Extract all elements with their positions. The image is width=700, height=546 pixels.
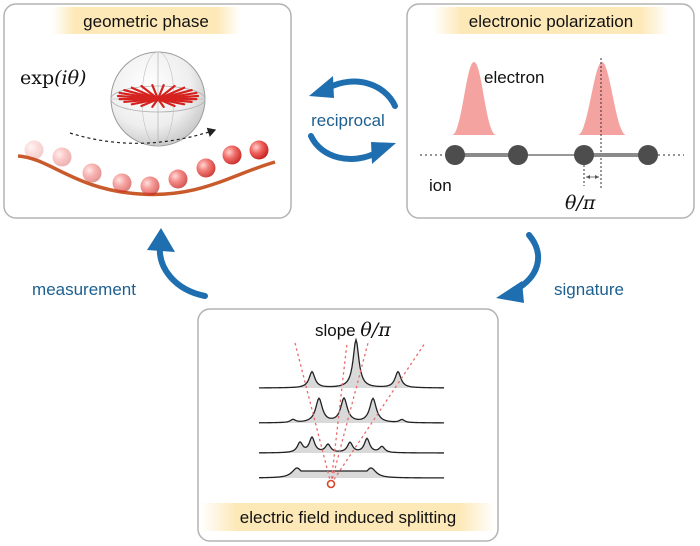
origin-marker: [326, 479, 336, 489]
slope-lines: [294, 342, 426, 485]
spin-vector: [156, 83, 165, 101]
spectrum-trace: [258, 467, 445, 479]
splitting-panel: electric field induced splitting slope θ…: [197, 308, 499, 542]
panel-title: electric field induced splitting: [240, 508, 456, 527]
spectra-stack: [258, 337, 445, 479]
spectrum-fill: [259, 467, 444, 478]
spectrum-trace: [258, 435, 444, 454]
title-highlight: [433, 7, 669, 34]
panel-frame: [406, 3, 695, 219]
spectrum-fill: [259, 397, 444, 423]
panel-frame: [197, 308, 499, 542]
balls-on-track: [24, 140, 269, 196]
spin-vectors: [116, 83, 200, 109]
reciprocal-arrow-top: [325, 78, 398, 109]
electronic-polarization-panel: electronic polarization electron ion θ/π: [406, 3, 695, 219]
title-highlight: [52, 7, 240, 34]
signature-label: signature: [554, 280, 624, 299]
spin-vector: [156, 97, 165, 109]
signature-arrow: [512, 232, 542, 293]
panel-title: geometric phase: [83, 12, 209, 31]
formula-function: exp(iθ): [20, 67, 86, 89]
spin-vector: [151, 83, 160, 101]
bloch-sphere: [110, 51, 206, 147]
ion: [638, 145, 658, 165]
electron-cloud-left: [452, 62, 496, 135]
spin-vector: [156, 91, 198, 101]
title-highlight: [201, 503, 495, 531]
reciprocal-arrow-bottom: [308, 133, 381, 162]
spectrum-trace: [258, 337, 445, 389]
ion-label: ion: [429, 176, 452, 195]
slope-label: slope θ/π: [315, 319, 391, 341]
reciprocal-label: reciprocal: [311, 111, 385, 130]
signature-arrowhead: [496, 281, 524, 303]
spectrum-fill: [259, 339, 444, 388]
geometric-phase-panel: geometric phase exp(iθ): [3, 3, 292, 219]
spin-vector: [130, 86, 160, 101]
energy-track: [17, 154, 276, 197]
measurement-cycle: measurement: [32, 228, 208, 299]
spectrum-trace: [258, 396, 444, 424]
reciprocal-cycle: reciprocal: [308, 76, 398, 164]
reciprocal-arrowhead-bottom: [371, 142, 396, 164]
electron-label: electron: [484, 68, 544, 87]
measurement-arrowhead: [147, 228, 175, 252]
displacement-arrowheads: [586, 175, 599, 179]
trajectory-arrow: [69, 127, 217, 144]
measurement-label: measurement: [32, 280, 136, 299]
electron-cloud-right: [578, 62, 626, 135]
ion: [508, 145, 528, 165]
spin-vector: [140, 84, 160, 101]
signature-cycle: signature: [496, 232, 624, 303]
ion: [574, 145, 594, 165]
spin-vector: [156, 97, 176, 108]
measurement-arrow: [156, 243, 208, 299]
reciprocal-arrowhead-top: [309, 76, 334, 98]
panel-title: electronic polarization: [469, 12, 633, 31]
ion: [445, 145, 465, 165]
shift-label: θ/π: [565, 192, 596, 214]
